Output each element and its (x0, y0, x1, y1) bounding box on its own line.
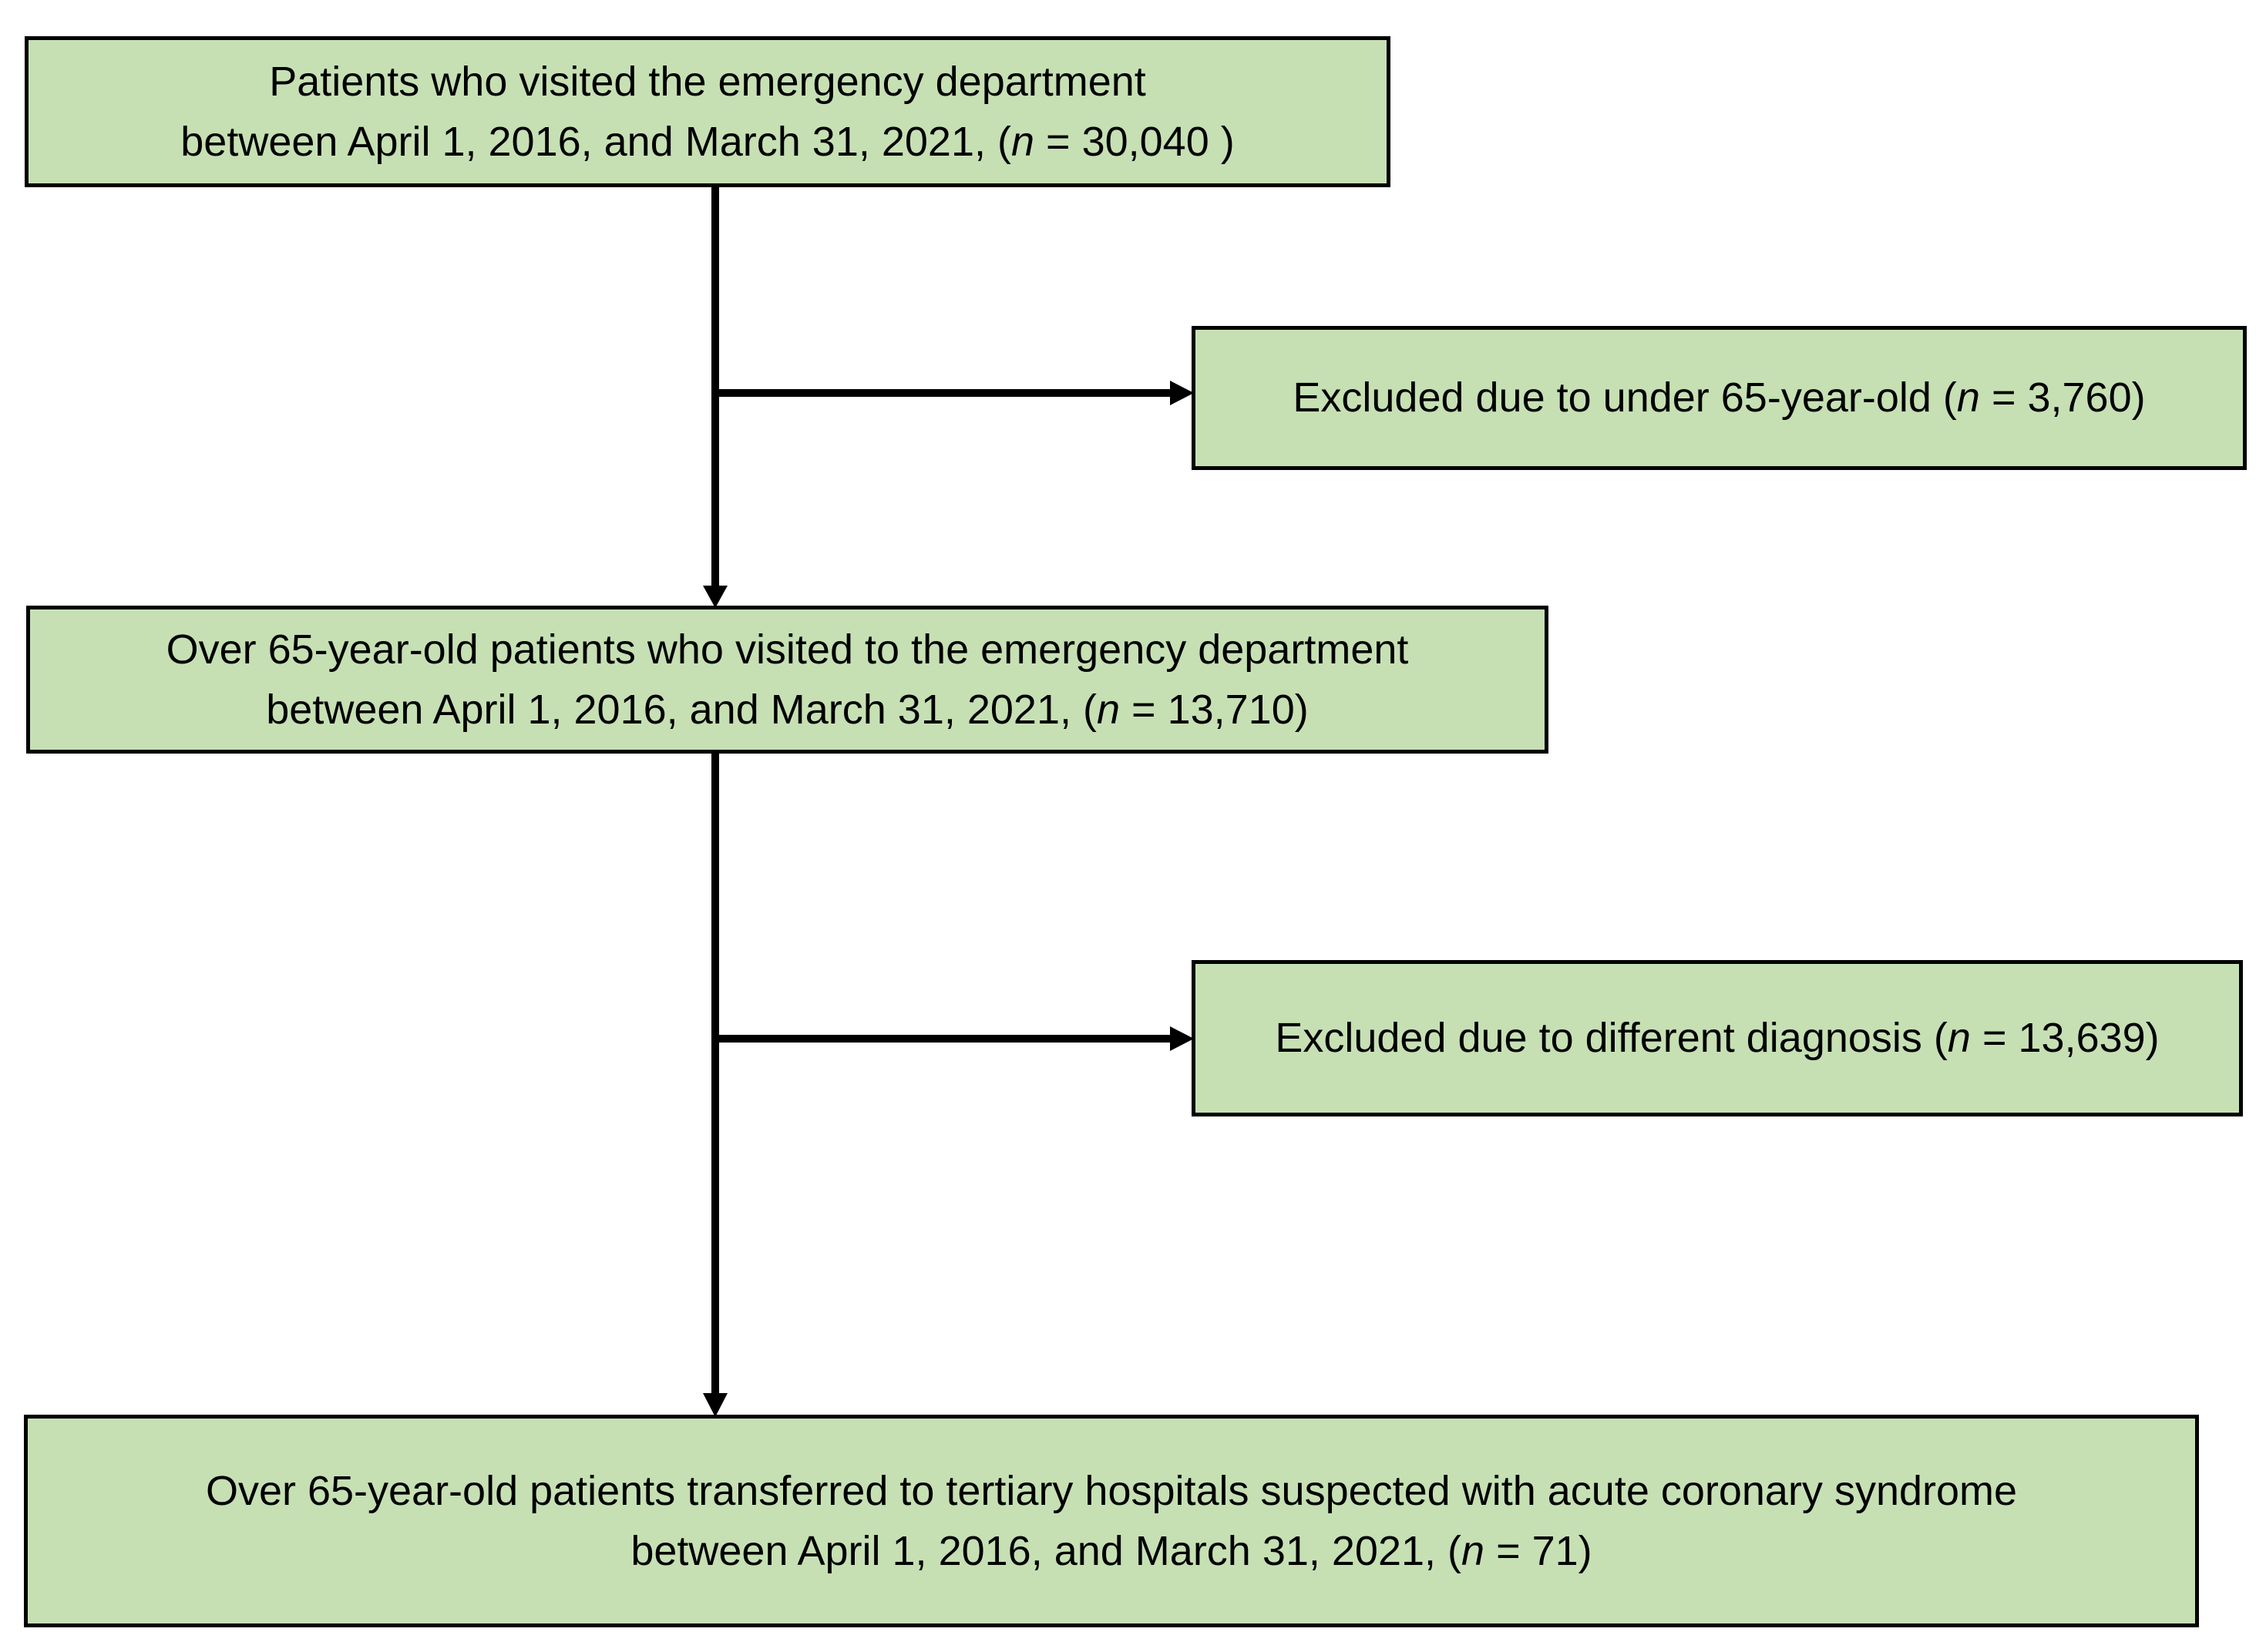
flow-box-ed-visits-line1: Patients who visited the emergency depar… (269, 58, 1146, 105)
flow-box-excluded-different-diagnosis: Excluded due to different diagnosis (n =… (1192, 960, 2243, 1116)
arrowhead-down-icon (703, 1393, 728, 1417)
flow-box-over-65-visits-line1: Over 65-year-old patients who visited to… (166, 626, 1409, 673)
arrowhead-right-icon (1170, 1026, 1194, 1051)
flow-box-transferred-acs-line1: Over 65-year-old patients transferred to… (205, 1467, 2018, 1514)
arrow-top-to-middle (703, 187, 728, 608)
flow-box-transferred-acs-count: = 71) (1484, 1528, 1592, 1574)
excluded-different-diagnosis-label: Excluded due to different diagnosis ( (1275, 1015, 1948, 1062)
arrow-middle-to-bottom (703, 754, 728, 1417)
excluded-different-diagnosis-count: = 13,639) (1970, 1015, 2160, 1062)
flow-box-transferred-acs: Over 65-year-old patients transferred to… (24, 1415, 2199, 1627)
n-symbol: n (1096, 687, 1121, 733)
excluded-under-65-label: Excluded due to under 65-year-old ( (1293, 374, 1957, 421)
flow-box-ed-visits-count: = 30,040 ) (1034, 119, 1235, 165)
flow-box-ed-visits: Patients who visited the emergency depar… (25, 36, 1390, 187)
flow-box-ed-visits-text: Patients who visited the emergency depar… (180, 52, 1234, 173)
excluded-under-65-count: = 3,760) (1979, 374, 2146, 421)
flow-box-over-65-visits: Over 65-year-old patients who visited to… (26, 606, 1548, 754)
flow-box-excluded-under-65: Excluded due to under 65-year-old (n = 3… (1192, 326, 2247, 470)
flow-box-excluded-under-65-text: Excluded due to under 65-year-old (n = 3… (1293, 368, 2145, 428)
n-symbol: n (1947, 1015, 1971, 1062)
flow-box-transferred-acs-line2: between April 1, 2016, and March 31, 202… (630, 1528, 1462, 1574)
n-symbol: n (1010, 119, 1035, 165)
arrow-branch-excluded-under-65 (715, 381, 1194, 405)
flow-box-transferred-acs-text: Over 65-year-old patients transferred to… (206, 1461, 2017, 1582)
flow-box-over-65-visits-text: Over 65-year-old patients who visited to… (166, 620, 1409, 740)
arrowhead-right-icon (1170, 381, 1194, 405)
flow-box-excluded-different-diagnosis-text: Excluded due to different diagnosis (n =… (1275, 1008, 2159, 1068)
flow-box-ed-visits-line2: between April 1, 2016, and March 31, 202… (180, 119, 1011, 165)
flow-box-over-65-visits-count: = 13,710) (1120, 687, 1309, 733)
n-symbol: n (1956, 374, 1980, 421)
arrow-branch-excluded-different-diagnosis (715, 1026, 1194, 1051)
arrowhead-down-icon (703, 586, 728, 608)
flow-box-over-65-visits-line2: between April 1, 2016, and March 31, 202… (266, 687, 1097, 733)
n-symbol: n (1461, 1528, 1485, 1574)
